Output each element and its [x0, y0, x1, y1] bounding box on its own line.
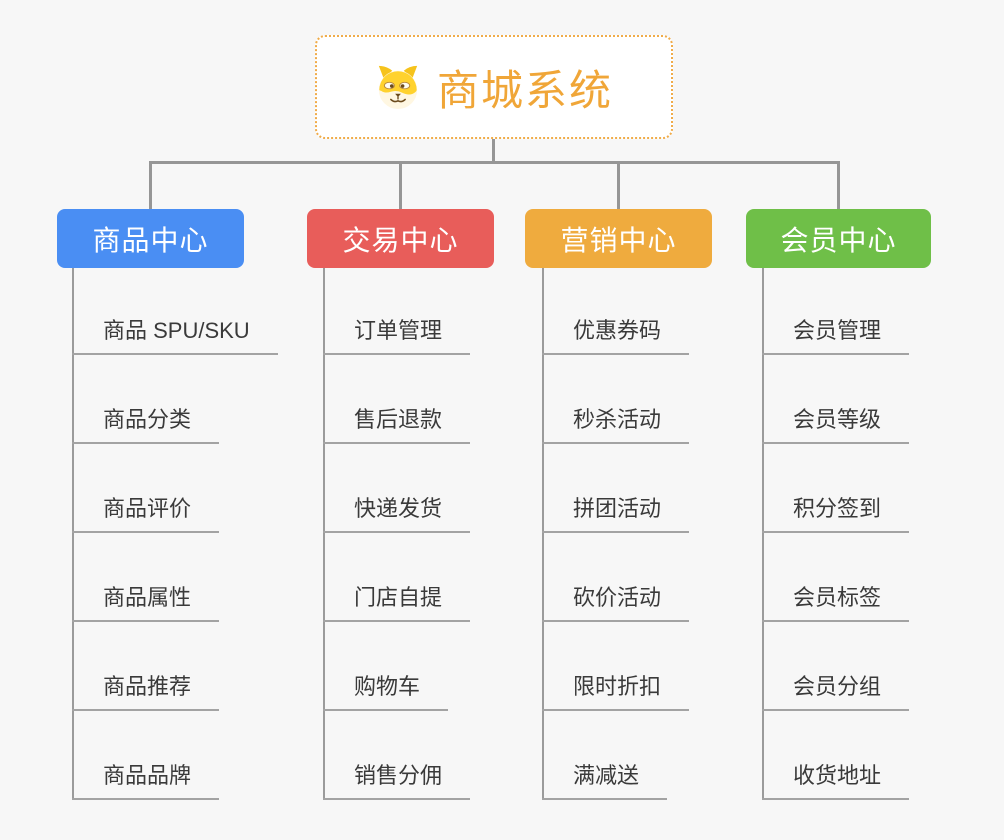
leaf-node[interactable]: 售后退款: [323, 398, 471, 444]
leaf-node[interactable]: 会员等级: [762, 398, 910, 444]
connector-root-stem: [492, 139, 495, 163]
leaf-node[interactable]: 优惠券码: [542, 309, 690, 355]
branch-header-trade[interactable]: 交易中心: [307, 209, 494, 268]
leaf-node[interactable]: 满减送: [542, 754, 668, 800]
connector-drop-trade: [399, 161, 402, 209]
branch-header-member[interactable]: 会员中心: [746, 209, 931, 268]
leaf-node[interactable]: 收货地址: [762, 754, 910, 800]
leaf-node[interactable]: 商品 SPU/SKU: [72, 309, 278, 355]
branch-line-member: [762, 268, 764, 800]
leaf-node[interactable]: 商品品牌: [72, 754, 220, 800]
branch-line-marketing: [542, 268, 544, 800]
leaf-node[interactable]: 会员管理: [762, 309, 910, 355]
doge-icon: [378, 65, 418, 110]
leaf-node[interactable]: 积分签到: [762, 487, 910, 533]
root-title: 商城系统: [436, 66, 613, 114]
branch-header-product[interactable]: 商品中心: [57, 209, 244, 268]
leaf-node[interactable]: 订单管理: [323, 309, 471, 355]
branch-header-marketing[interactable]: 营销中心: [525, 209, 712, 268]
leaf-node[interactable]: 会员标签: [762, 576, 910, 622]
branch-line-trade: [323, 268, 325, 800]
connector-drop-product: [149, 161, 152, 209]
leaf-node[interactable]: 商品评价: [72, 487, 220, 533]
leaf-node[interactable]: 限时折扣: [542, 665, 690, 711]
leaf-node[interactable]: 拼团活动: [542, 487, 690, 533]
root-node[interactable]: 商城系统: [315, 35, 673, 139]
leaf-node[interactable]: 销售分佣: [323, 754, 471, 800]
leaf-node[interactable]: 门店自提: [323, 576, 471, 622]
branch-line-product: [72, 268, 74, 800]
leaf-node[interactable]: 商品属性: [72, 576, 220, 622]
leaf-node[interactable]: 会员分组: [762, 665, 910, 711]
connector-horizontal: [149, 161, 840, 164]
leaf-node[interactable]: 商品分类: [72, 398, 220, 444]
leaf-node[interactable]: 快递发货: [323, 487, 471, 533]
connector-drop-member: [837, 161, 840, 209]
connector-drop-marketing: [617, 161, 620, 209]
leaf-node[interactable]: 购物车: [323, 665, 449, 711]
leaf-node[interactable]: 秒杀活动: [542, 398, 690, 444]
leaf-node[interactable]: 商品推荐: [72, 665, 220, 711]
leaf-node[interactable]: 砍价活动: [542, 576, 690, 622]
